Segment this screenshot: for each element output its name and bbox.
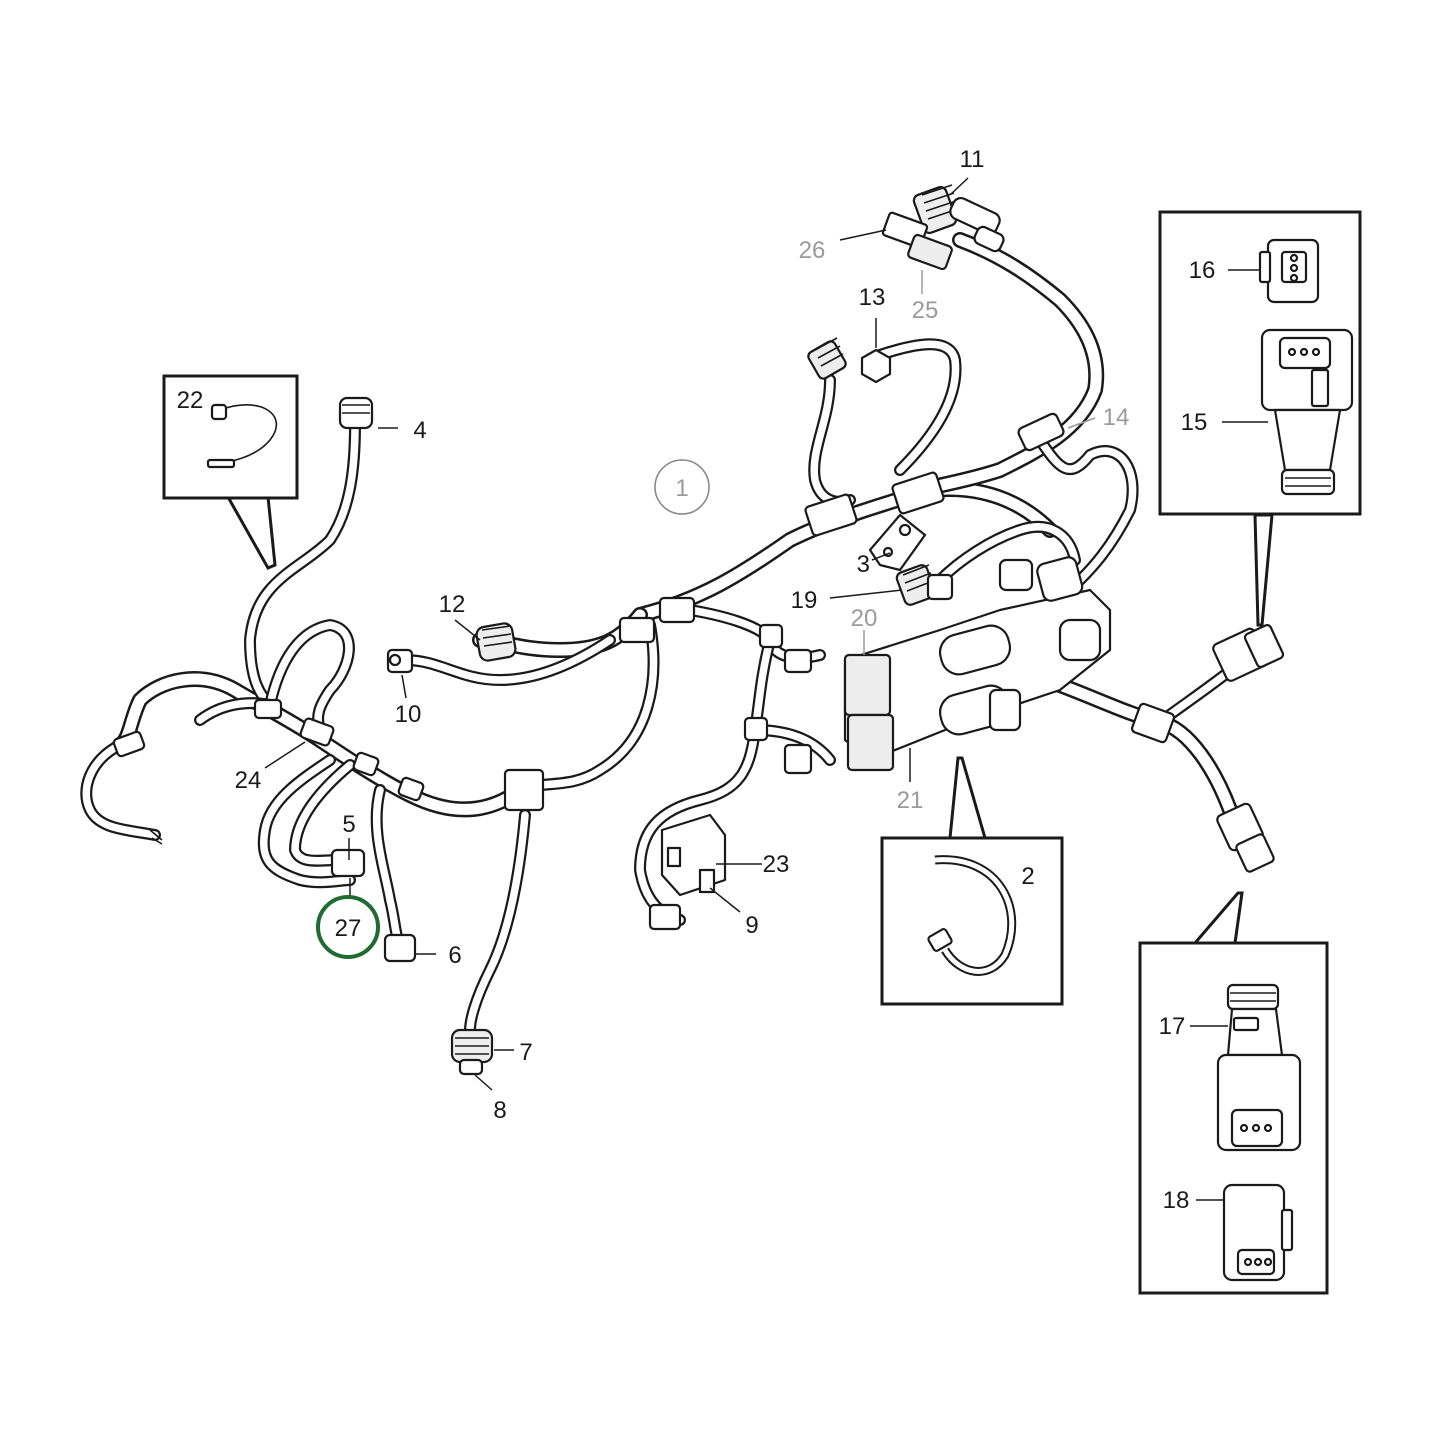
part-7-8-sensor xyxy=(450,1028,494,1076)
callout-26: 26 xyxy=(799,237,826,264)
part-26-connector xyxy=(881,211,953,271)
inset-17-18: 17 18 xyxy=(1138,891,1329,1295)
callout-2: 2 xyxy=(1021,863,1034,890)
callout-12: 12 xyxy=(439,591,466,618)
part-10-connector xyxy=(386,648,414,674)
callout-25: 25 xyxy=(912,297,939,324)
inset-2: 2 xyxy=(880,756,1064,1006)
part-11-connector xyxy=(912,184,1005,253)
highlight-ring xyxy=(316,895,380,959)
callout-22: 22 xyxy=(177,387,204,414)
callout-14: 14 xyxy=(1103,404,1130,431)
callout-5: 5 xyxy=(342,811,355,838)
callout-labels: 3 4 5 6 7 8 9 10 11 12 13 14 19 20 21 23… xyxy=(235,146,1130,1124)
highlighted-callout-27[interactable]: 27 xyxy=(316,895,380,959)
callout-9: 9 xyxy=(745,912,758,939)
callout-10: 10 xyxy=(395,701,422,728)
callout-8: 8 xyxy=(493,1097,506,1124)
part-13-connector xyxy=(807,337,892,384)
part-15-socket xyxy=(1260,328,1354,496)
part-5-connector xyxy=(330,848,366,878)
callout-19: 19 xyxy=(791,587,818,614)
harness-components xyxy=(112,184,1285,1076)
assembly-marker: 1 xyxy=(654,459,710,515)
part-17-socket xyxy=(1216,983,1302,1152)
part-17-18-mated-connector xyxy=(1216,802,1275,873)
callout-20: 20 xyxy=(851,605,878,632)
callout-15: 15 xyxy=(1181,409,1208,436)
callout-7: 7 xyxy=(519,1039,532,1066)
callout-16: 16 xyxy=(1189,257,1216,284)
wire-end xyxy=(149,829,163,845)
callout-11: 11 xyxy=(960,146,985,173)
callout-27: 27 xyxy=(335,915,362,942)
assembly-label: 1 xyxy=(675,475,688,502)
callout-17: 17 xyxy=(1159,1013,1186,1040)
part-14-connector xyxy=(1017,412,1065,452)
callout-leaders xyxy=(264,177,1096,1091)
part-6-connector xyxy=(383,933,417,963)
part-12-connector xyxy=(475,622,517,662)
callout-18: 18 xyxy=(1163,1187,1190,1214)
callout-24: 24 xyxy=(235,767,262,794)
inset-22: 22 xyxy=(162,374,299,570)
callout-13: 13 xyxy=(859,284,886,311)
callout-6: 6 xyxy=(448,942,461,969)
callout-3: 3 xyxy=(857,551,870,578)
part-20-21-module xyxy=(843,556,1112,772)
part-4-connector xyxy=(338,396,374,430)
callout-4: 4 xyxy=(413,417,426,444)
part-3-bracket xyxy=(868,513,927,572)
inset-15-16: 16 15 xyxy=(1158,210,1362,627)
part-16-plug xyxy=(1258,238,1320,304)
harness-junctions xyxy=(112,471,1176,931)
part-18-plug xyxy=(1222,1183,1294,1282)
callout-21: 21 xyxy=(897,787,924,814)
callout-23: 23 xyxy=(763,851,790,878)
part-23-relay xyxy=(660,813,727,897)
part-15-16-mated-connector xyxy=(1212,623,1285,682)
